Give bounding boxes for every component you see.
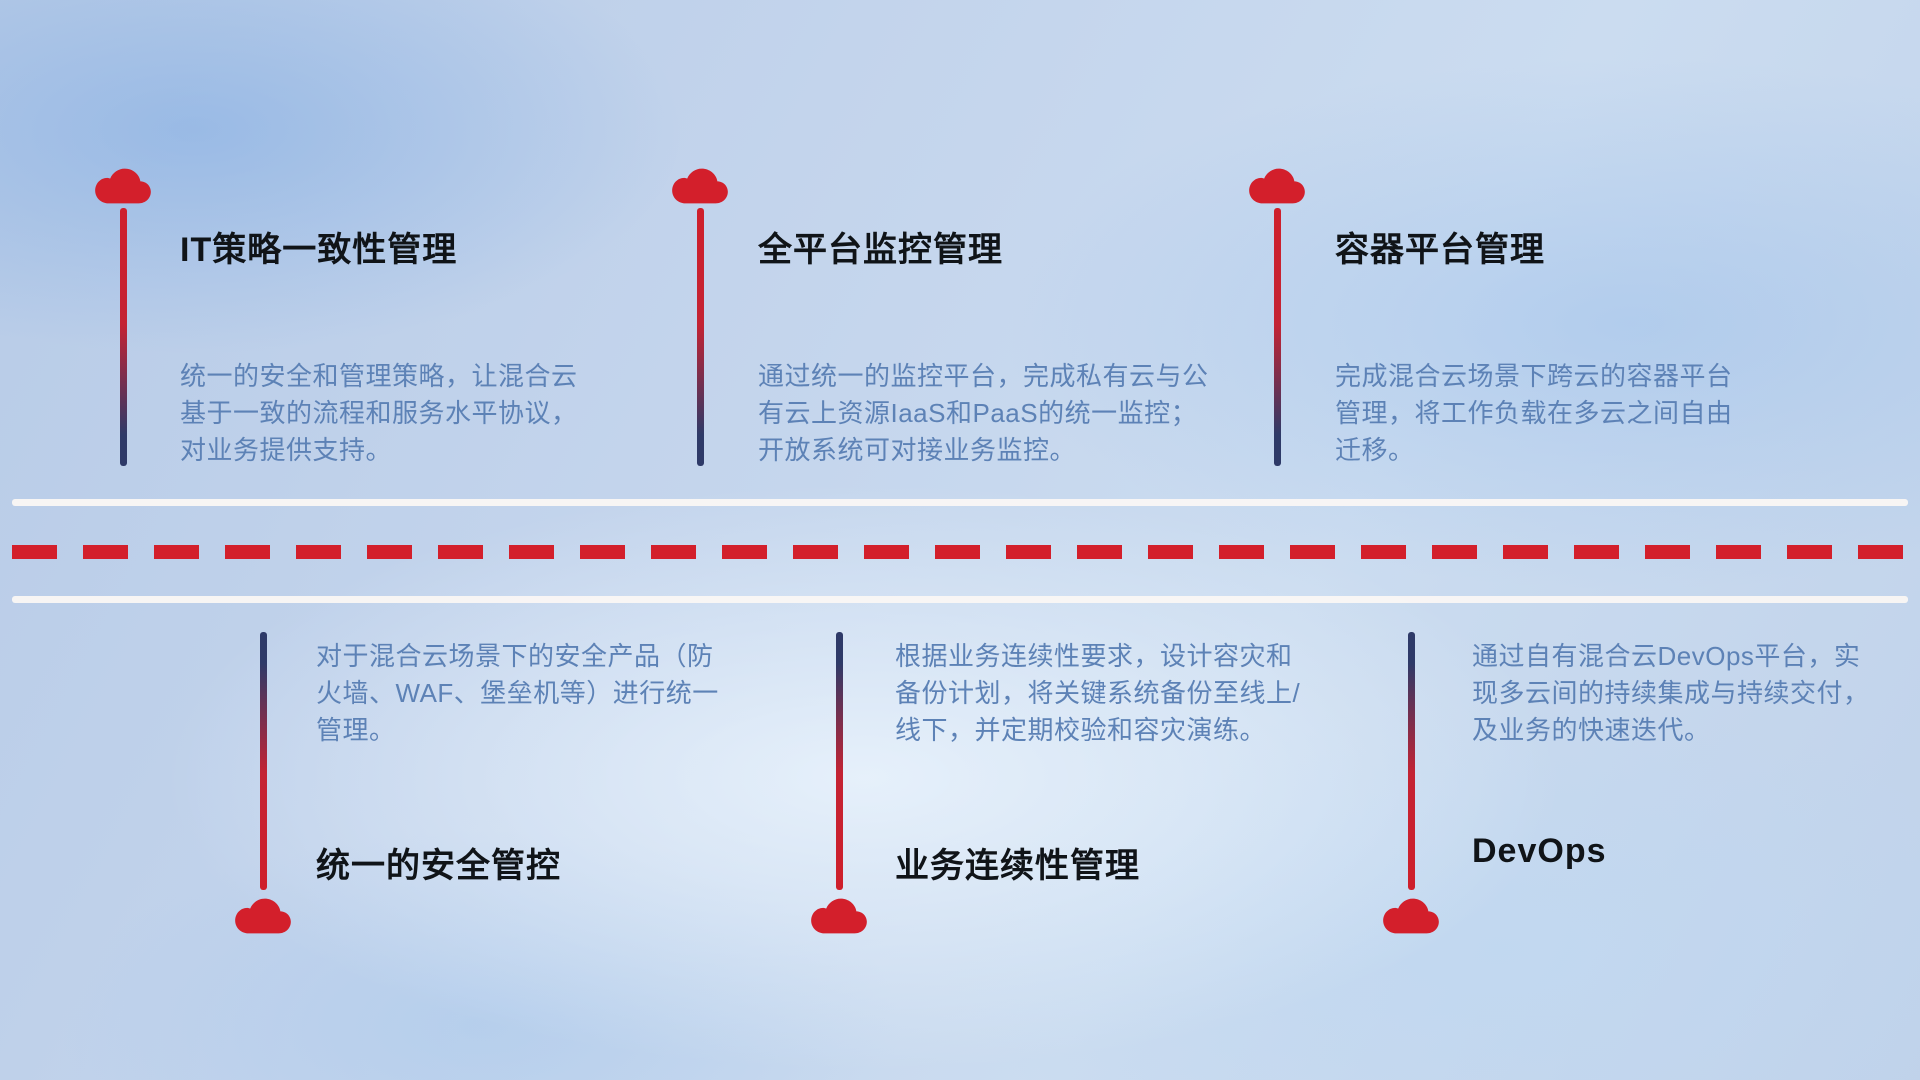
connector-line [120, 208, 127, 466]
cloud-icon [1248, 166, 1306, 206]
item-title: 全平台监控管理 [758, 231, 1003, 269]
connector-line [260, 632, 267, 890]
connector-line [836, 632, 843, 890]
connector-line [1408, 632, 1415, 890]
connector-line [1274, 208, 1281, 466]
item-title: IT策略一致性管理 [180, 231, 458, 269]
cloud-icon [671, 166, 729, 206]
item-description: 统一的安全和管理策略，让混合云基于一致的流程和服务水平协议，对业务提供支持。 [180, 361, 578, 465]
item-title: 业务连续性管理 [895, 847, 1140, 885]
road-bottom-line [12, 596, 1908, 603]
item-title: 容器平台管理 [1335, 231, 1545, 269]
road-center-dashed-line [12, 545, 1908, 559]
item-title: DevOps [1472, 832, 1607, 870]
cloud-icon [234, 896, 292, 936]
cloud-icon [94, 166, 152, 206]
item-title: 统一的安全管控 [316, 847, 561, 885]
item-description: 通过自有混合云DevOps平台，实现多云间的持续集成与持续交付，及业务的快速迭代… [1472, 641, 1870, 745]
connector-line [697, 208, 704, 466]
road-top-line [12, 499, 1908, 506]
item-description: 通过统一的监控平台，完成私有云与公有云上资源IaaS和PaaS的统一监控；开放系… [758, 361, 1209, 465]
item-description: 对于混合云场景下的安全产品（防火墙、WAF、堡垒机等）进行统一管理。 [316, 641, 719, 745]
cloud-icon [1382, 896, 1440, 936]
cloud-icon [810, 896, 868, 936]
item-description: 完成混合云场景下跨云的容器平台管理，将工作负载在多云之间自由迁移。 [1335, 361, 1733, 465]
item-description: 根据业务连续性要求，设计容灾和备份计划，将关键系统备份至线上/线下，并定期校验和… [895, 641, 1301, 745]
